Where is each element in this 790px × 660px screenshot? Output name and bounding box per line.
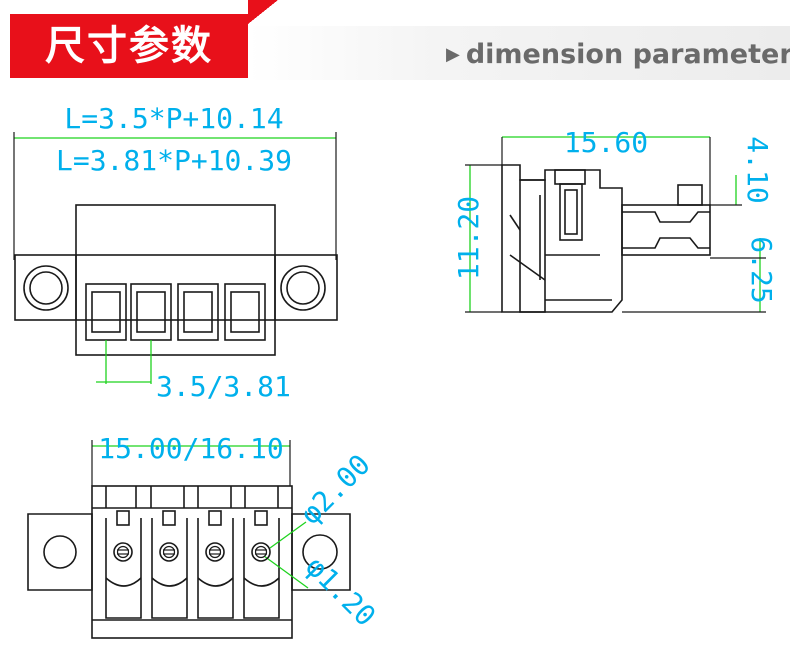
- screw-head-diameter-label: φ2.00: [294, 448, 377, 531]
- length-formula-1: L=3.5*P+10.14: [64, 102, 283, 135]
- page-title: 尺寸参数: [45, 23, 213, 69]
- title-tab: [10, 14, 248, 78]
- subtitle: ▶dimension parameter: [446, 38, 790, 72]
- side-height-label: 11.20: [452, 196, 485, 280]
- subtitle-bar: [248, 26, 790, 80]
- bottom-width-label: 15.00/16.10: [98, 432, 283, 465]
- length-formula-2: L=3.81*P+10.39: [56, 144, 292, 177]
- bottom-view: [27, 440, 351, 639]
- side-width-label: 15.60: [564, 126, 648, 159]
- side-lower-label: 6.25: [745, 236, 778, 303]
- side-view: [465, 136, 766, 313]
- header: 尺寸参数 ▶dimension parameter: [0, 0, 790, 86]
- subtitle-text: dimension parameter: [465, 39, 790, 70]
- title-tab-notch: [248, 0, 278, 24]
- side-top-label: 4.10: [741, 136, 774, 203]
- triangle-right-icon: ▶: [446, 44, 460, 65]
- front-view: [13, 132, 338, 384]
- wire-hole-diameter-label: φ1.20: [299, 550, 382, 633]
- pitch-label: 3.5/3.81: [156, 370, 291, 403]
